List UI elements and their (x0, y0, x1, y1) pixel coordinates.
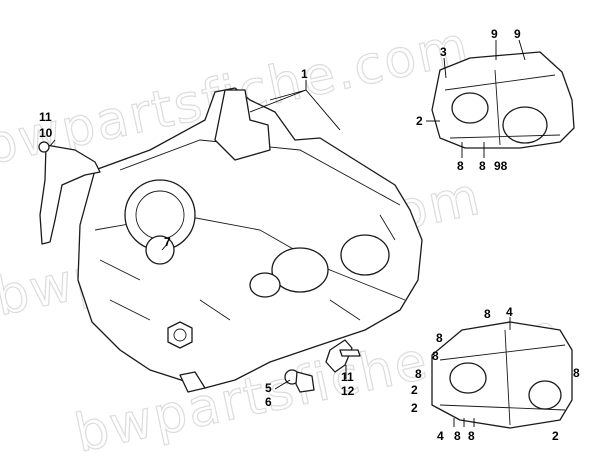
oil-screen-fitting-ring (173, 328, 187, 342)
callout-4-bottom: 4 (437, 429, 444, 443)
callout-8-top-b: 8 (479, 159, 486, 173)
crankcase-half-top-right (431, 51, 575, 149)
callout-12: 12 (341, 384, 355, 398)
crankcase-riser (214, 89, 271, 161)
callout-8-b1: 8 (484, 307, 491, 321)
callout-8-top-a: 8 (457, 159, 464, 173)
callout-98: 98 (494, 159, 508, 173)
leader-10 (49, 139, 56, 147)
callout-8-right: 8 (573, 366, 580, 380)
clip (325, 339, 353, 373)
bolt-10 (38, 141, 50, 153)
crankcase-port-left (249, 272, 281, 298)
callout-6: 6 (265, 395, 272, 409)
callout-9-a: 9 (491, 27, 498, 41)
bottom-half-ribs (439, 329, 566, 426)
crankcase-foot (179, 371, 206, 393)
leader-9b (518, 39, 526, 61)
crankcase-port-center (271, 247, 329, 293)
bottom-half-bore-left (449, 362, 487, 394)
top-half-bore-right (502, 106, 548, 144)
oil-screen-fitting (167, 321, 193, 349)
plug-7 (145, 235, 175, 265)
leader-7 (161, 242, 169, 251)
callout-8-b4: 8 (415, 367, 422, 381)
callout-11-right: 11 (341, 370, 354, 384)
callout-10: 10 (39, 126, 53, 140)
callout-3: 3 (440, 45, 447, 59)
crankcase-port-right (340, 234, 390, 276)
callout-9-b: 9 (514, 27, 521, 41)
crankcase-outline (77, 87, 423, 389)
callout-2-b1: 2 (411, 383, 418, 397)
callout-8-b2: 8 (436, 331, 443, 345)
callout-8-bot-b: 8 (468, 429, 475, 443)
callout-4-top: 4 (506, 305, 513, 319)
crankcase-ribs (99, 214, 396, 321)
drain-plug-6 (295, 371, 315, 393)
crankcase-assembly (77, 87, 423, 393)
callout-2-b3: 2 (552, 429, 559, 443)
leader-3 (443, 57, 447, 79)
bolt-12 (339, 349, 361, 357)
leader-1 (249, 80, 341, 131)
callout-7: 7 (164, 235, 171, 249)
top-half-bore-left (451, 92, 489, 124)
callout-11-left: 11 (39, 110, 52, 124)
leader-8-top (461, 142, 485, 158)
callouts: 1 2 3 9 9 8 8 98 11 10 7 5 6 11 12 8 4 8… (39, 27, 580, 443)
callout-8-bot-a: 8 (454, 429, 461, 443)
top-half-outline (431, 51, 575, 149)
top-half-ribs (444, 69, 561, 146)
breather-bracket (39, 144, 101, 245)
callout-1: 1 (301, 67, 308, 81)
crankcase-half-bottom-right (431, 321, 573, 429)
callout-2-top: 2 (416, 114, 423, 128)
callout-2-b2: 2 (411, 401, 418, 415)
leader-lines (49, 39, 526, 427)
callout-8-b3: 8 (432, 349, 439, 363)
bottom-half-bore-right (528, 380, 562, 410)
leader-5-6 (274, 379, 291, 390)
callout-5: 5 (265, 381, 272, 395)
leader-bottom-8s (453, 418, 475, 427)
